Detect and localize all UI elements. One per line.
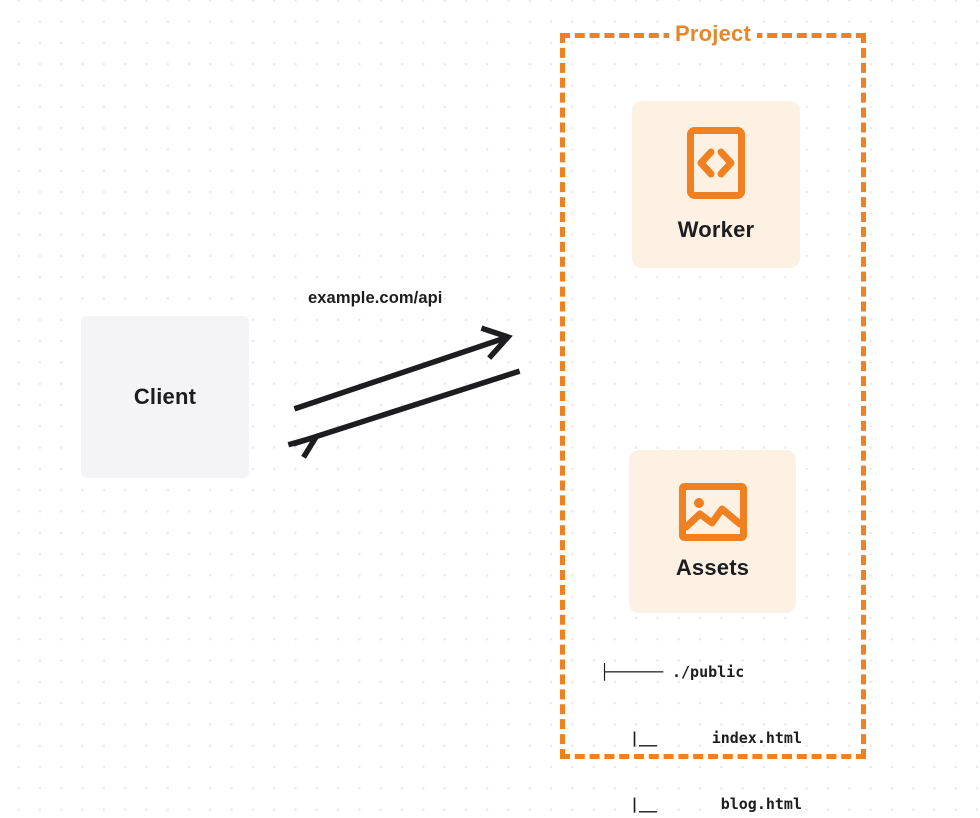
assets-card[interactable]: Assets: [629, 450, 796, 613]
project-title: Project: [669, 21, 757, 47]
assets-label: Assets: [675, 554, 750, 580]
project-container: Project: [560, 21, 866, 759]
file-tree-row: |__ blog.html: [600, 793, 802, 815]
tree-branch-glyph: |__: [630, 795, 658, 813]
client-node: Client: [81, 316, 249, 478]
tree-item-name: blog.html: [720, 795, 802, 813]
worker-card[interactable]: Worker: [632, 101, 800, 268]
code-icon: [687, 126, 745, 199]
image-icon: [678, 482, 747, 541]
tree-item-name: ./public: [672, 663, 745, 681]
response-arrow: [287, 368, 521, 459]
request-arrow: [293, 325, 513, 412]
worker-label: Worker: [677, 216, 755, 242]
file-tree: ├────── ./public |__ index.html |__ blog…: [600, 617, 802, 818]
file-tree-row: ├────── ./public: [600, 661, 802, 683]
client-label: Client: [133, 384, 197, 409]
file-tree-row: |__ index.html: [600, 727, 802, 749]
tree-item-name: index.html: [711, 729, 802, 747]
tree-branch-glyph: |__: [630, 729, 658, 747]
tree-branch-glyph: ├──────: [600, 663, 664, 681]
connection-label: example.com/api: [308, 289, 443, 307]
